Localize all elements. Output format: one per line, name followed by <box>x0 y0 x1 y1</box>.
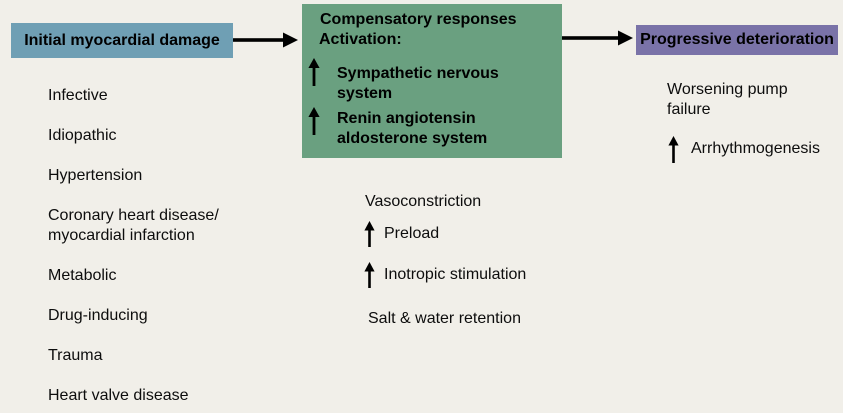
progressive-deterioration-box: Progressive deterioration <box>636 25 838 55</box>
up-arrow-icon <box>364 221 375 247</box>
list-item: Metabolic <box>48 267 117 284</box>
list-item: Inotropic stimulation <box>364 262 526 288</box>
initial-myocardial-damage-box: Initial myocardial damage <box>11 23 233 58</box>
compensatory-box-title: Compensatory responses <box>320 11 517 28</box>
list-item: Worsening pump failure <box>667 81 788 118</box>
list-item: Hypertension <box>48 167 143 184</box>
compensatory-responses-box: Compensatory responses Activation: Sympa… <box>302 4 562 158</box>
list-item: Drug-inducing <box>48 307 148 324</box>
list-item-label: Sympathetic nervous system <box>337 65 499 102</box>
list-item: Vasoconstriction <box>365 193 482 210</box>
list-item: Coronary heart disease/ myocardial infar… <box>48 207 219 244</box>
compensatory-box-subtitle: Activation: <box>319 31 402 48</box>
list-item-label: Arrhythmogenesis <box>691 140 820 157</box>
list-item: Sympathetic nervous system <box>308 58 517 104</box>
initial-box-label: Initial myocardial damage <box>24 31 220 49</box>
flow-arrow-right-icon <box>233 30 299 50</box>
flow-arrow-right-icon <box>562 28 634 48</box>
list-item-label: Preload <box>384 225 440 242</box>
list-item: Salt & water retention <box>368 310 521 327</box>
list-item-label: Renin angiotensin aldosterone system <box>337 110 488 147</box>
list-item: Infective <box>48 87 108 104</box>
list-item: Preload <box>364 221 439 247</box>
up-arrow-icon <box>308 58 320 86</box>
list-item: Renin angiotensin aldosterone system <box>308 107 517 149</box>
up-arrow-icon <box>364 262 375 288</box>
list-item: Idiopathic <box>48 127 117 144</box>
list-item: Arrhythmogenesis <box>668 135 820 163</box>
list-item: Trauma <box>48 347 103 364</box>
progressive-box-label: Progressive deterioration <box>640 31 834 48</box>
list-item-label: Inotropic stimulation <box>384 266 527 283</box>
list-item: Heart valve disease <box>48 387 189 404</box>
initial-damage-causes-list: Infective Idiopathic Hypertension Corona… <box>48 86 248 413</box>
up-arrow-icon <box>668 135 679 163</box>
up-arrow-icon <box>308 107 320 135</box>
